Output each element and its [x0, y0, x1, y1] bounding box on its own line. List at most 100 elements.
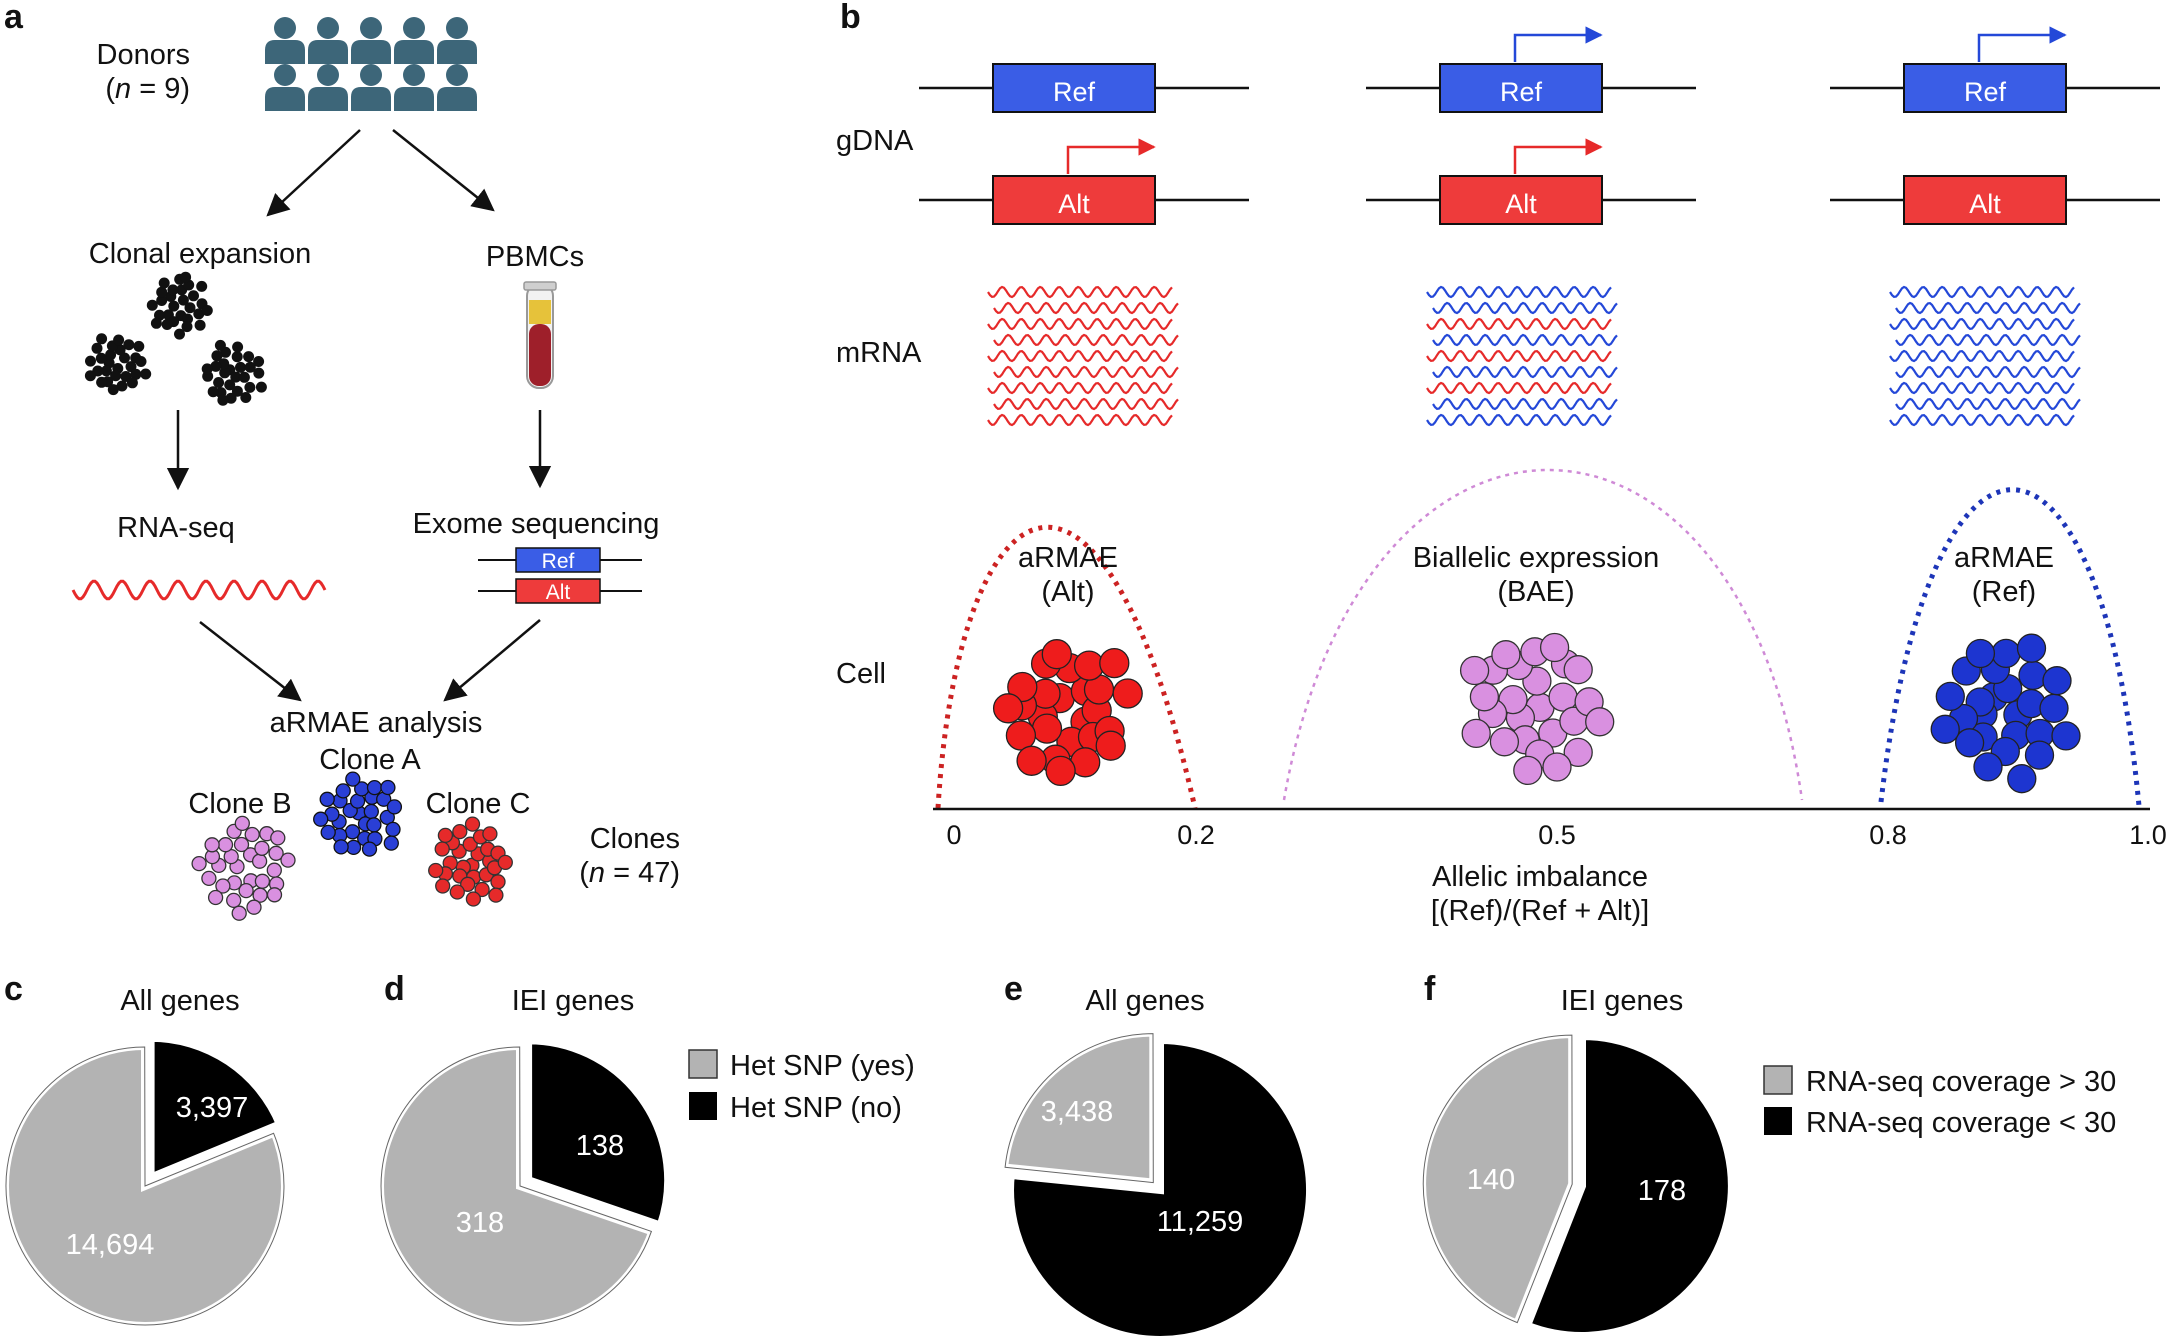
armae-alt-title: aRMAE	[1018, 542, 1118, 574]
armae-analysis-label: aRMAE analysis	[270, 707, 483, 739]
donors-icon	[265, 17, 477, 111]
arrow-to-pbmcs	[392, 129, 495, 212]
armae-ref-cells	[1930, 633, 2081, 794]
cell-clusters	[992, 632, 2081, 794]
clonal-expansion-label: Clonal expansion	[89, 238, 311, 270]
pie-slice-outline	[380, 1046, 653, 1326]
arrow-exome-to-analysis	[443, 619, 541, 702]
legend-het-yes-swatch	[688, 1049, 718, 1079]
gdna-alt-gene: Alt	[1830, 175, 2160, 225]
pie-c-title: All genes	[120, 985, 239, 1017]
gdna-ref-label: Ref	[1500, 77, 1543, 107]
mrna-waves	[987, 285, 2081, 427]
person-icon	[308, 17, 348, 64]
gdna-ref-label: Ref	[1964, 77, 2007, 107]
alt-transcription-arrow-icon	[1066, 138, 1156, 174]
panel-label-f: f	[1424, 970, 1436, 1008]
pbmcs-label: PBMCs	[486, 241, 584, 273]
pie-value-label: 178	[1638, 1175, 1686, 1207]
pie-slice	[1521, 1031, 1736, 1340]
legend-cov-gt-label: RNA-seq coverage > 30	[1806, 1066, 2116, 1098]
mrna-wave	[1432, 333, 1618, 347]
legend-cov-lt-label: RNA-seq coverage < 30	[1806, 1107, 2116, 1139]
person-icon	[265, 17, 305, 64]
legend-het-yes-label: Het SNP (yes)	[730, 1050, 915, 1082]
panel-label-a: a	[4, 0, 24, 36]
donors-n: (n = 9)	[105, 73, 190, 105]
blood-tube-icon	[523, 281, 557, 389]
legend-het-no-swatch	[689, 1092, 717, 1120]
exome-ref-label: Ref	[542, 550, 575, 573]
armae-alt-subtitle: (Alt)	[1041, 576, 1094, 608]
armae-ref-title: aRMAE	[1954, 542, 2054, 574]
pie-slice	[1418, 1030, 1577, 1329]
axis-subtitle: [(Ref)/(Ref + Alt)]	[1431, 895, 1649, 927]
mrna-wave	[987, 349, 1173, 363]
pie-slice	[524, 1036, 673, 1231]
bae-curve	[1282, 468, 1804, 801]
rnaseq-label: RNA-seq	[117, 512, 235, 544]
axis-title: Allelic imbalance	[1432, 861, 1648, 893]
clone-c-cluster	[428, 816, 513, 907]
armae-ref-subtitle: (Ref)	[1972, 576, 2036, 608]
pie-value-label: 318	[456, 1207, 504, 1239]
mrna-wave	[993, 301, 1179, 315]
mrna-wave	[987, 317, 1173, 331]
gdna-ref-gene: Ref	[919, 63, 1249, 113]
person-icon	[265, 64, 305, 111]
legend-cov-lt-swatch	[1764, 1107, 1792, 1135]
armae-alt-curve	[935, 524, 1198, 809]
person-icon	[351, 17, 391, 64]
gdna-alt-label: Alt	[1058, 189, 1090, 219]
pie-slice-outline	[1422, 1034, 1573, 1324]
pie-slice-outline	[1004, 1033, 1154, 1184]
pie-slice	[1006, 1035, 1315, 1340]
pie-slice	[999, 1028, 1158, 1188]
panel-label-d: d	[384, 970, 405, 1008]
clonal-cell-clusters	[84, 271, 267, 406]
cell-label: Cell	[836, 658, 886, 690]
pie-value-label: 3,397	[176, 1092, 249, 1124]
mrna-wave	[1432, 301, 1618, 315]
mrna-label: mRNA	[836, 337, 922, 369]
bae-subtitle: (BAE)	[1497, 576, 1574, 608]
mrna-wave	[1889, 413, 2075, 427]
clones-label: Clones	[590, 823, 680, 855]
clone-a-cluster	[313, 771, 403, 857]
exome-alt-box: Alt	[478, 578, 642, 604]
gdna-alt-label: Alt	[1505, 189, 1537, 219]
mrna-wave	[1426, 317, 1612, 331]
gdna-alt-gene: Alt	[919, 138, 1249, 225]
axis-tick-label: 0.5	[1538, 820, 1576, 850]
panel-label-b: b	[840, 0, 861, 36]
mrna-wave	[1432, 365, 1618, 379]
mrna-wave	[1895, 333, 2081, 347]
pie-f-title: IEI genes	[1561, 985, 1684, 1017]
gdna-ref-label: Ref	[1053, 77, 1096, 107]
exome-ref-box: Ref	[478, 547, 642, 573]
pie-value-label: 140	[1467, 1164, 1515, 1196]
legend-cov-gt-swatch	[1763, 1065, 1793, 1095]
pie-d-title: IEI genes	[512, 985, 635, 1017]
pie-chart: 138 318	[376, 1036, 673, 1330]
clonal-cluster	[84, 333, 152, 396]
gdna-ref-gene: Ref	[1366, 26, 1696, 113]
mrna-wave	[1889, 317, 2075, 331]
mrna-wave	[1889, 285, 2075, 299]
person-icon	[351, 64, 391, 111]
mrna-wave	[1895, 397, 2081, 411]
mrna-wave	[1432, 397, 1618, 411]
ref-transcription-arrow-icon	[1513, 26, 1603, 62]
person-icon	[394, 64, 434, 111]
exome-label: Exome sequencing	[413, 508, 660, 540]
mrna-wave	[1895, 365, 2081, 379]
pie-value-label: 138	[576, 1130, 624, 1162]
gdna-ref-gene: Ref	[1830, 26, 2160, 113]
mrna-wave	[987, 285, 1173, 299]
mrna-wave	[1426, 349, 1612, 363]
mrna-wave	[1895, 301, 2081, 315]
